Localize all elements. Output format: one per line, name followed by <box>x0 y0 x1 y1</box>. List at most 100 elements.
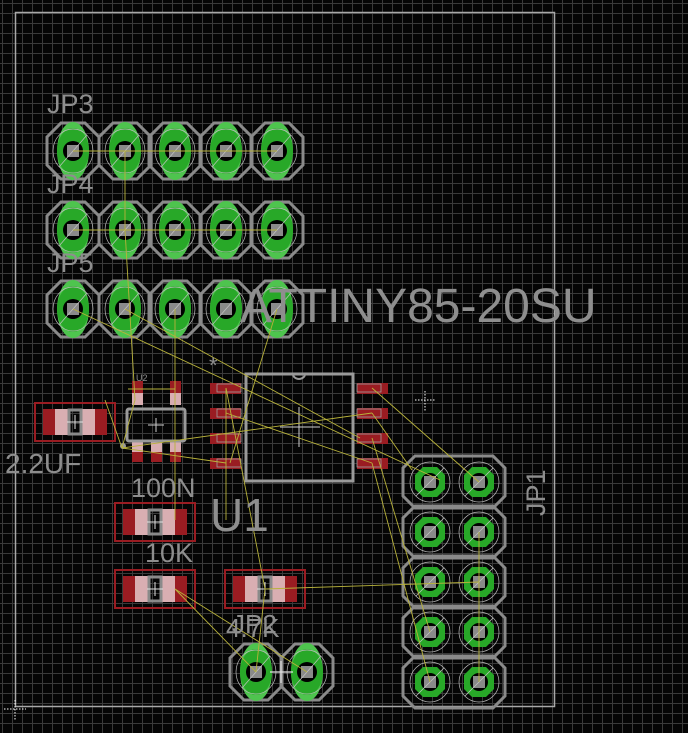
smd-pad-overlap <box>55 409 70 435</box>
pad-diag <box>415 517 445 547</box>
capacitor-c1[interactable] <box>34 402 116 442</box>
pin-outline <box>356 383 382 393</box>
pad-outline <box>97 279 153 339</box>
r1-value-label: 10K <box>145 538 193 568</box>
pad-outline <box>147 121 203 181</box>
part-outline <box>34 402 116 442</box>
tht-pad[interactable] <box>409 461 451 503</box>
c2-value-label: 100N <box>131 473 196 503</box>
airwire <box>371 437 431 633</box>
smd-pad[interactable] <box>170 381 181 393</box>
pad-outline <box>45 121 101 181</box>
pad-ring <box>205 286 247 332</box>
pad-outline <box>198 279 254 339</box>
pin-outline <box>216 383 242 393</box>
tht-pad[interactable] <box>198 279 254 339</box>
pad-outline <box>249 200 305 260</box>
airwire <box>225 412 373 464</box>
pad-outline <box>147 279 203 339</box>
smd-pad[interactable] <box>210 458 241 469</box>
pad-outline <box>97 200 153 260</box>
c1-value-label: 2.2UF <box>5 448 81 479</box>
header-jp2[interactable] <box>228 642 335 702</box>
airwire <box>371 462 431 683</box>
cursor-crosshair-icon <box>415 391 435 411</box>
pin-outline <box>356 408 382 418</box>
u2-name-label: U2 <box>136 373 148 383</box>
smd-pad-overlap <box>160 509 175 535</box>
smd-pad[interactable] <box>132 381 143 393</box>
part-outline <box>114 502 196 542</box>
pin-pair-outline <box>401 654 507 710</box>
chip-u1[interactable] <box>210 372 388 483</box>
pad-outline <box>249 279 305 339</box>
pad-diag <box>415 567 445 597</box>
tht-pad[interactable] <box>249 200 305 260</box>
smd-pad[interactable] <box>210 383 241 394</box>
airwire <box>72 308 441 481</box>
airwire <box>264 581 480 590</box>
pad-ring <box>409 511 451 553</box>
tht-pad[interactable] <box>409 511 451 553</box>
pad-diag <box>415 467 445 497</box>
smd-pad[interactable] <box>170 452 181 462</box>
smd-pad-overlap <box>170 393 181 405</box>
pad-ring <box>409 461 451 503</box>
body-outline <box>244 372 355 483</box>
pad-ring <box>409 611 451 653</box>
jp1-label: JP1 <box>521 469 551 516</box>
pin-outline <box>216 408 242 418</box>
part-outline <box>224 569 306 609</box>
pad-ring <box>409 561 451 603</box>
pad-outline <box>45 279 101 339</box>
smd-pad[interactable] <box>210 433 241 444</box>
airwire <box>124 229 136 401</box>
smd-pad[interactable] <box>151 452 162 462</box>
airwire <box>124 308 361 439</box>
pin-outline <box>216 433 242 443</box>
pad-outline <box>198 121 254 181</box>
pad-outline <box>228 642 284 702</box>
airwire <box>121 399 136 449</box>
board-outline <box>14 11 556 708</box>
pin1-marker: * <box>209 353 218 378</box>
part-outline <box>114 569 196 609</box>
airwire <box>229 308 278 464</box>
pin-outline <box>356 458 382 468</box>
airwire <box>121 412 373 449</box>
pad-outline <box>97 121 153 181</box>
pin1-notch <box>292 373 306 380</box>
airwire <box>121 447 227 464</box>
pad-outline <box>249 121 305 181</box>
body-outline <box>125 407 187 443</box>
smd-pad-overlap <box>160 576 175 602</box>
resistor-r1[interactable] <box>114 569 196 609</box>
header-jp1[interactable] <box>401 454 507 710</box>
pad-diag <box>211 292 241 326</box>
r2-value-label: 4.7K <box>226 613 280 643</box>
smd-pad-overlap <box>132 393 143 405</box>
pad-ring <box>458 461 500 503</box>
pin-outline <box>356 433 382 443</box>
smd-pad-overlap <box>151 440 162 452</box>
pad-ring <box>409 661 451 703</box>
jp4-label: JP4 <box>47 169 94 199</box>
pad-ring <box>104 286 146 332</box>
airwire <box>104 399 123 449</box>
pad-outline <box>198 200 254 260</box>
origin-marker-icon <box>4 700 26 720</box>
smd-pad[interactable] <box>132 452 143 462</box>
pad-ring <box>52 286 94 332</box>
jp5-label: JP5 <box>47 248 94 278</box>
airwire <box>174 588 257 673</box>
smd-pad-overlap <box>170 440 181 452</box>
tht-pad[interactable] <box>409 561 451 603</box>
smd-pad[interactable] <box>210 408 241 419</box>
capacitor-c2[interactable] <box>114 502 196 542</box>
pad-outline <box>45 200 101 260</box>
pad-outline <box>147 200 203 260</box>
airwire <box>225 387 266 590</box>
pad-ring <box>256 286 298 332</box>
